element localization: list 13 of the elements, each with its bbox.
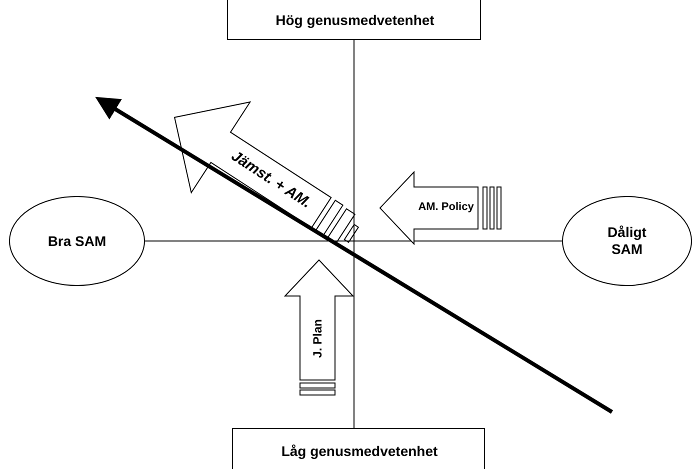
node-label: AM. Policy (417, 200, 475, 216)
ellipse-shape (562, 196, 692, 286)
ellipse-shape (9, 196, 145, 286)
block-arrow (285, 260, 353, 395)
axis-line (144, 240, 562, 242)
node-label: Bra SAM (46, 232, 108, 251)
label-box (232, 428, 485, 469)
block-arrow (380, 172, 502, 244)
node-label: Hög genusmedvetenhet (274, 10, 436, 30)
node-label: Låg genusmedvetenhet (280, 442, 439, 461)
label-box (227, 0, 481, 40)
node-label: Dåligt SAM (606, 223, 648, 259)
node-label: J. Plan (309, 318, 326, 360)
